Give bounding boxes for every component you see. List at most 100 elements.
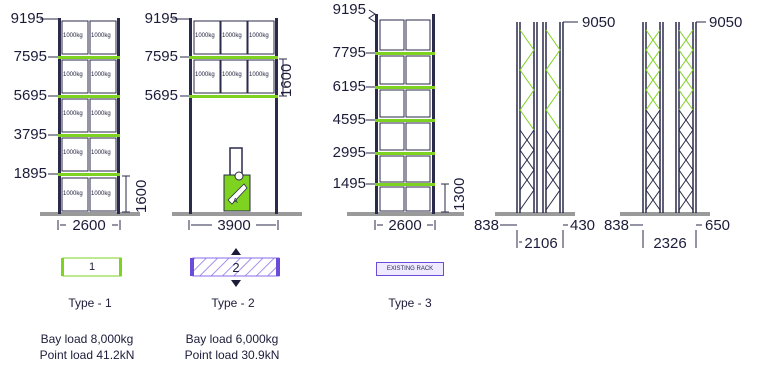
pallet-weight: 1000kg — [249, 33, 269, 39]
pallet-weight: 1000kg — [91, 150, 111, 156]
type1-height-label: 9195 — [10, 10, 44, 27]
type1-rack — [40, 18, 140, 230]
pallet — [405, 186, 431, 212]
pallet — [89, 177, 117, 212]
type1-gap-label: 1600 — [133, 179, 150, 213]
type3-height-label: 6195 — [332, 78, 366, 95]
type1-floor — [40, 212, 140, 216]
pallet-weight: 1000kg — [63, 191, 83, 197]
type1-height-label: 7595 — [13, 48, 47, 65]
type1-upright-left — [58, 18, 61, 214]
type1-beam — [58, 56, 120, 59]
legend-type2 — [190, 248, 280, 287]
pallet — [61, 98, 89, 133]
pallet — [193, 59, 221, 94]
pallet — [61, 20, 89, 55]
pallet — [193, 20, 221, 55]
pallet-weight: 1000kg — [249, 72, 269, 78]
legend-number: 2 — [232, 260, 240, 275]
pallet-weight: 1000kg — [63, 33, 83, 39]
pallet — [89, 59, 117, 94]
pallet-weight: 1000kg — [91, 111, 111, 117]
frame2-right-label: 650 — [705, 217, 731, 234]
type2-load-info: Bay load 6,000kg Point load 30.9kN — [185, 331, 280, 363]
type1-beam — [58, 95, 120, 98]
frame1-floor — [495, 212, 575, 216]
type1-bay-load: Bay load 8,000kg — [40, 332, 134, 346]
type2-upright-left — [189, 18, 192, 214]
type1-upright-right — [117, 18, 120, 214]
pallet — [61, 137, 89, 172]
type2-beam — [189, 56, 278, 59]
legend-number: 1 — [88, 261, 96, 273]
frame1-height-label: 9050 — [582, 14, 616, 31]
frame1-depth-label: 2106 — [524, 235, 558, 252]
type2-height-label: 5695 — [144, 87, 178, 104]
pallet-weight: 1000kg — [222, 72, 242, 78]
frame2-left-label: 838 — [603, 217, 629, 234]
frame2-depth-label: 2326 — [653, 235, 687, 252]
pallet — [405, 122, 431, 151]
pallet — [379, 186, 405, 212]
pallet — [405, 55, 431, 85]
pallet — [61, 59, 89, 94]
pallet — [379, 155, 405, 183]
pallet — [405, 89, 431, 118]
frame1-elevation — [495, 21, 578, 248]
type1-label: Type - 1 — [68, 296, 112, 310]
type3-beam — [375, 183, 435, 186]
type3-beam — [375, 86, 435, 89]
type1-height-label: 1895 — [13, 165, 47, 182]
type2-point-load: Point load 30.9kN — [184, 348, 280, 362]
pallet-weight: 1000kg — [91, 33, 111, 39]
pallet — [220, 20, 248, 55]
type3-beam — [375, 152, 435, 155]
type1-height-label: 3795 — [13, 126, 47, 143]
type2-bay-load: Bay load 6,000kg — [185, 332, 279, 346]
pallet-weight: 1000kg — [195, 72, 215, 78]
type2-rack: A — [172, 18, 302, 230]
pallet-weight: 1000kg — [63, 150, 83, 156]
type3-height-label: 4595 — [332, 111, 366, 128]
type3-gap-label: 1300 — [451, 177, 468, 211]
type3-height-label: 1495 — [332, 175, 366, 192]
pallet — [379, 122, 405, 151]
type3-upright-left — [375, 14, 378, 214]
legend-type1 — [61, 257, 122, 277]
pallet-weight: 1000kg — [222, 33, 242, 39]
pallet — [89, 137, 117, 172]
type2-height-label: 7595 — [144, 48, 178, 65]
forklift-icon: A — [223, 147, 251, 212]
type2-height-label: 9195 — [144, 10, 178, 27]
pallet-weight: 1000kg — [63, 111, 83, 117]
type3-beam — [375, 52, 435, 55]
frame2-elevation — [620, 21, 710, 248]
pallet-weight: 1000kg — [63, 72, 83, 78]
type1-point-load: Point load 41.2kN — [39, 348, 135, 362]
type2-beam — [189, 95, 278, 98]
type1-width-label: 2600 — [72, 217, 106, 234]
frame1-right-label: 430 — [570, 217, 596, 234]
pallet — [247, 59, 275, 94]
frame2-floor — [620, 212, 710, 216]
pallet — [220, 59, 248, 94]
type3-upright-right — [432, 14, 435, 214]
type2-width-label: 3900 — [217, 217, 251, 234]
pallet — [89, 98, 117, 133]
type3-floor — [347, 212, 464, 216]
type2-gap-label: 1600 — [278, 63, 295, 97]
existing-rack-label: EXISTING RACK — [376, 262, 444, 276]
type1-load-info: Bay load 8,000kg Point load 41.2kN — [40, 331, 135, 363]
pallet — [405, 155, 431, 183]
type2-upright-right — [275, 18, 278, 214]
type2-label: Type - 2 — [211, 296, 255, 310]
pallet — [247, 20, 275, 55]
type3-height-label: 9195 — [332, 1, 366, 18]
frame2-height-label: 9050 — [709, 14, 743, 31]
type3-rack — [347, 9, 464, 230]
type3-height-label: 2995 — [332, 144, 366, 161]
pallet — [379, 55, 405, 85]
pallet — [61, 177, 89, 212]
type1-beam — [58, 134, 120, 137]
